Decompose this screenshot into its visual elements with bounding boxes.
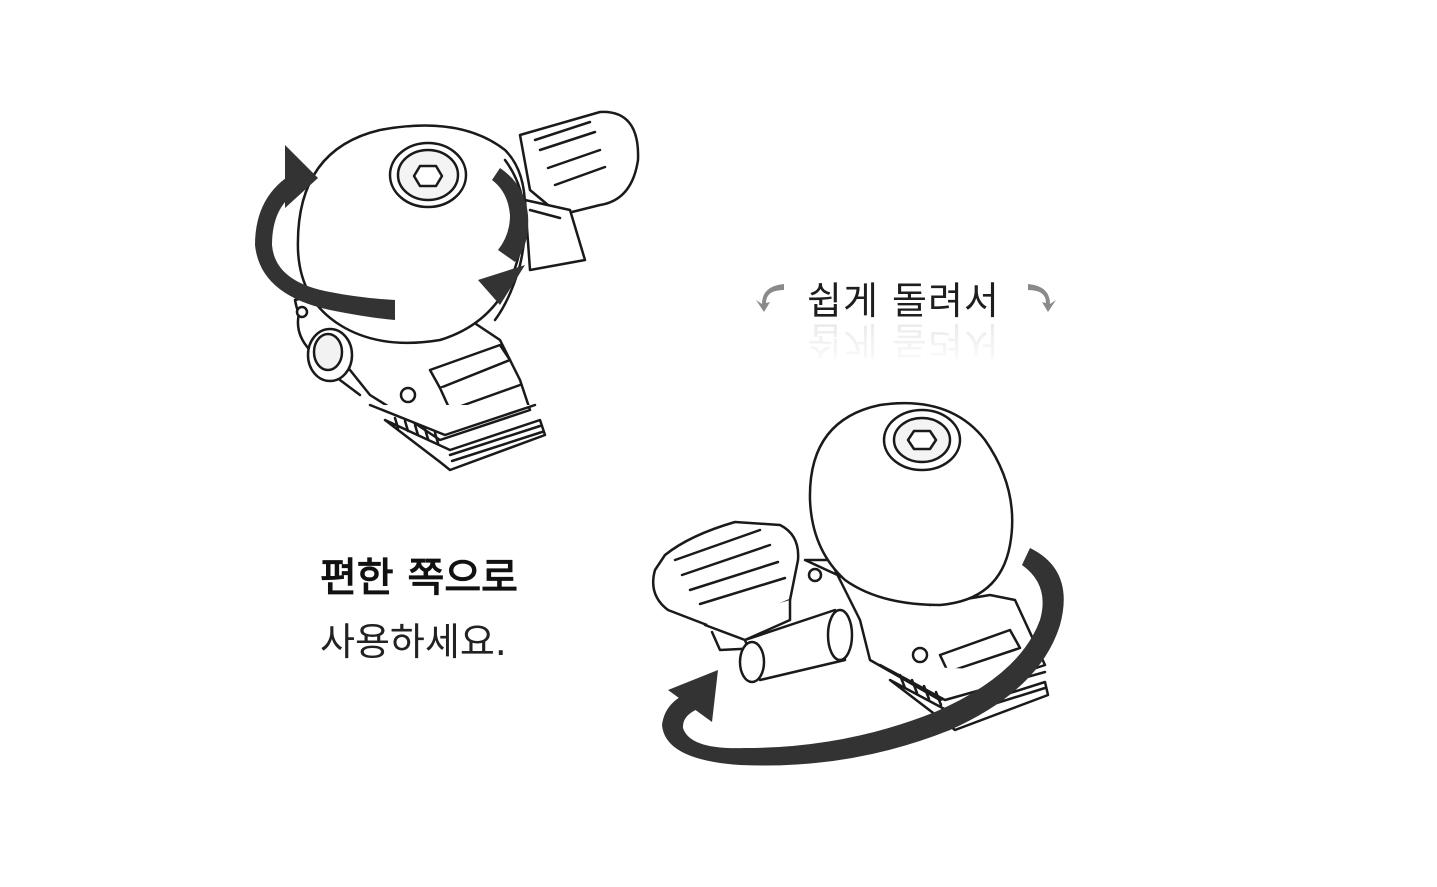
grip-pad-1 [518,110,640,272]
rotation-arrow-2 [662,548,1064,766]
rotate-caption: 쉽게 돌려서 쉽게 돌려서 [752,266,1062,366]
clip-tuner-figure-2 [651,401,1050,732]
usage-caption: 편한 쪽으로 사용하세요. [320,545,580,666]
use-instruction-label: 사용하세요. [320,620,507,664]
tuner-head-2 [808,401,1014,607]
axle-2 [738,608,854,684]
rotation-arrow-1 [255,145,529,320]
rotate-easily-reflection: 쉽게 돌려서 [807,318,1000,362]
curved-arrow-left-icon [756,284,784,312]
curved-arrow-right-icon [1028,284,1056,312]
comfortable-side-label: 편한 쪽으로 [320,555,518,601]
rotate-easily-label: 쉽게 돌려서 [807,279,1000,323]
clip-tuner-figure-1 [293,110,640,472]
